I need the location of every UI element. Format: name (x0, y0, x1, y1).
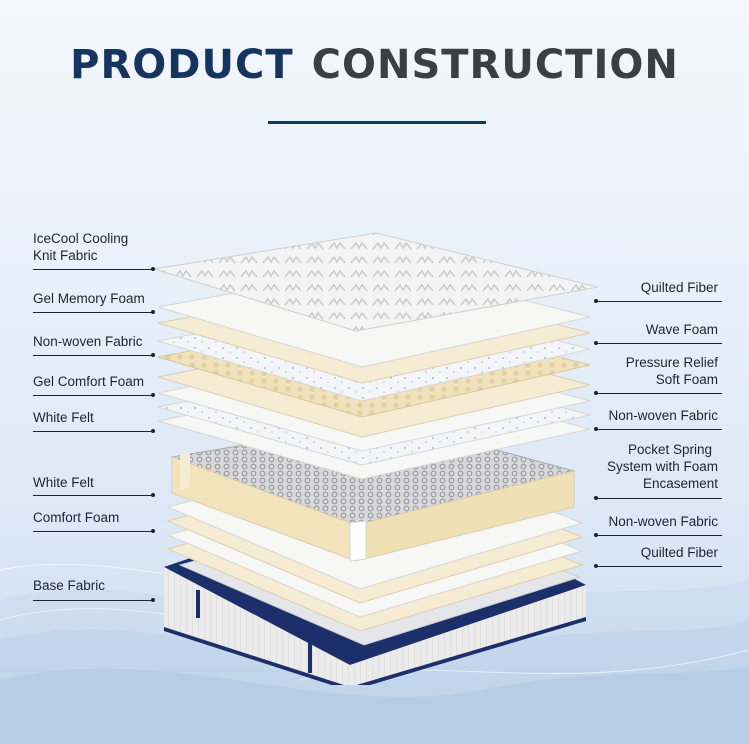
leader-dot (151, 393, 155, 397)
leader-dot (594, 496, 598, 500)
leader-line (596, 393, 722, 394)
label-line: System with Foam (606, 459, 718, 474)
leader-line (596, 301, 722, 302)
leader-line (33, 355, 153, 356)
leader-line (33, 431, 153, 432)
leader-dot (151, 310, 155, 314)
leader-dot (594, 533, 598, 537)
leader-dot (594, 427, 598, 431)
label-white-felt-lower: White Felt (33, 475, 94, 490)
label-gel-memory-foam: Gel Memory Foam (33, 291, 145, 306)
mattress-layers-illustration (153, 232, 599, 685)
label-non-woven-fabric-right-upper: Non-woven Fabric (608, 408, 718, 423)
label-non-woven-fabric-right-lower: Non-woven Fabric (608, 514, 718, 529)
label-base-fabric: Base Fabric (33, 578, 106, 593)
label-line: Soft Foam (655, 372, 718, 387)
leader-dot (151, 493, 155, 497)
label-line: IceCool Cooling (33, 231, 129, 246)
label-icecool-knit-fabric: IceCool Cooling Knit Fabric (33, 230, 128, 264)
leader-line (596, 429, 722, 430)
title-word-product: PRODUCT (70, 42, 294, 88)
leader-dot (151, 267, 155, 271)
leader-dot (594, 341, 598, 345)
leader-line (33, 312, 153, 313)
leader-line (596, 566, 722, 567)
label-line: Knit Fabric (33, 248, 98, 263)
label-line: Pressure Relief (625, 355, 718, 370)
label-pressure-relief-soft-foam: Pressure Relief Soft Foam (560, 354, 718, 388)
label-white-felt-upper: White Felt (33, 410, 94, 425)
leader-dot (151, 529, 155, 533)
leader-line (596, 498, 722, 499)
leader-dot (151, 429, 155, 433)
label-line: Pocket Spring (627, 442, 712, 457)
leader-line (33, 531, 153, 532)
label-comfort-foam: Comfort Foam (33, 510, 120, 525)
leader-dot (594, 564, 598, 568)
leader-line (33, 269, 153, 270)
leader-dot (151, 598, 155, 602)
label-line: Encasement (642, 476, 718, 491)
leader-dot (594, 391, 598, 395)
title-underline (268, 121, 486, 124)
title-word-construction: CONSTRUCTION (311, 42, 679, 88)
page-title: PRODUCT CONSTRUCTION (0, 42, 749, 88)
leader-line (33, 600, 153, 601)
leader-line (596, 535, 722, 536)
leader-line (33, 495, 153, 496)
label-quilted-fiber-upper: Quilted Fiber (640, 280, 718, 295)
label-wave-foam: Wave Foam (645, 322, 718, 337)
label-quilted-fiber-lower: Quilted Fiber (640, 545, 718, 560)
leader-line (596, 343, 722, 344)
label-non-woven-fabric-left: Non-woven Fabric (33, 334, 143, 349)
leader-dot (151, 353, 155, 357)
leader-line (33, 395, 153, 396)
label-pocket-spring-system: Pocket Spring System with Foam Encasemen… (560, 441, 718, 492)
label-gel-comfort-foam: Gel Comfort Foam (33, 374, 145, 389)
leader-dot (594, 299, 598, 303)
